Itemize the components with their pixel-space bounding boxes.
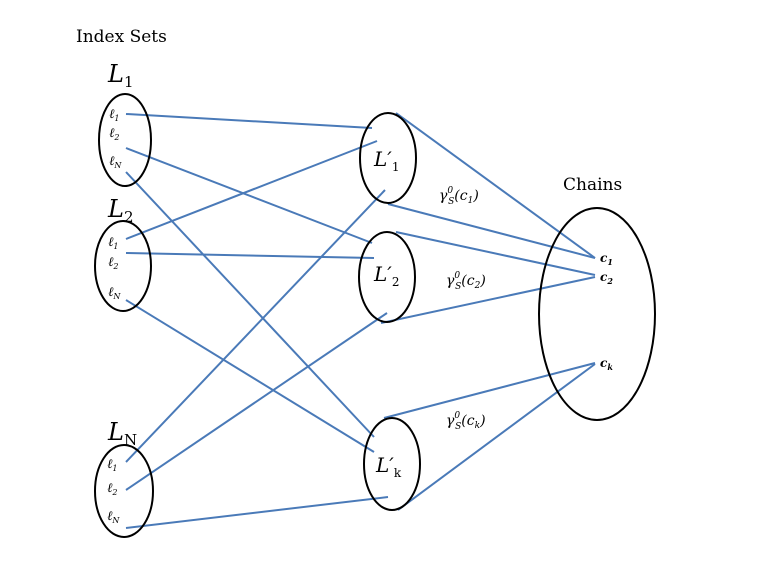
middle-set-1: L′1 xyxy=(359,112,417,204)
set-ellipse-L1 xyxy=(98,93,152,187)
element-L2-1: ℓ1 xyxy=(108,235,119,251)
middle-label-2: L′2 xyxy=(373,262,399,289)
chains-header: Chains xyxy=(563,175,622,195)
set-ellipse-L2 xyxy=(94,220,152,312)
element-L1-N: ℓN xyxy=(109,154,122,170)
element-L2-N: ℓN xyxy=(108,285,121,301)
element-LN-2: ℓ2 xyxy=(107,481,118,497)
edge-lp2-bottom-to-c2 xyxy=(380,276,596,324)
set-ellipse-LN xyxy=(94,444,154,538)
middle-label-k: L′k xyxy=(375,453,402,480)
element-L1-2: ℓ2 xyxy=(109,126,120,142)
element-LN-N: ℓN xyxy=(107,509,120,525)
index-set-L2: L2 ℓ1 ℓ2 ℓN xyxy=(94,195,152,312)
edge-lp1-top-to-c1 xyxy=(395,112,596,259)
chains-set: c1 c2 ck xyxy=(538,207,656,421)
element-L1-1: ℓ1 xyxy=(109,107,120,123)
middle-ellipse-1 xyxy=(359,112,417,204)
edge-lp2-top-to-c2 xyxy=(395,231,596,276)
edge-l2-l1-to-lp1 xyxy=(125,140,378,240)
middle-set-k: L′k xyxy=(363,417,421,511)
middle-ellipse-2 xyxy=(358,231,416,323)
edge-lN-lN-to-lpk xyxy=(125,496,389,529)
set-label-L2: L2 xyxy=(107,195,133,226)
set-label-L1: L1 xyxy=(107,60,133,91)
index-set-LN: LN ℓ1 ℓ2 ℓN xyxy=(94,418,154,538)
edge-l1-l2-to-lp2 xyxy=(125,147,373,244)
middle-label-1: L′1 xyxy=(373,147,399,174)
edge-lpk-bottom-to-ck xyxy=(397,363,596,511)
edge-lN-l2-to-lp2 xyxy=(125,312,388,491)
middle-ellipse-k xyxy=(363,417,421,511)
chains-ellipse xyxy=(538,207,656,421)
element-LN-1: ℓ1 xyxy=(107,457,118,473)
chain-c2: c2 xyxy=(600,270,613,286)
middle-set-2: L′2 xyxy=(358,231,416,323)
chain-ck: ck xyxy=(600,356,613,372)
element-L2-2: ℓ2 xyxy=(108,255,119,271)
edge-l2-l2-to-lp2 xyxy=(125,252,375,259)
edge-lpk-top-to-ck xyxy=(383,362,596,419)
edge-l2-lN-to-lpk xyxy=(125,299,375,453)
index-set-L1: L1 ℓ1 ℓ2 ℓN xyxy=(98,60,152,187)
edge-lp1-bottom-to-c1 xyxy=(387,203,596,259)
index-sets-header: Index Sets xyxy=(76,27,167,47)
edges xyxy=(125,112,596,529)
edge-l1-l1-to-lp1 xyxy=(125,113,373,129)
edge-lN-l1-to-lp1 xyxy=(125,189,386,463)
chain-c1: c1 xyxy=(600,251,613,267)
edge-l1-lN-to-lpk xyxy=(125,171,375,438)
